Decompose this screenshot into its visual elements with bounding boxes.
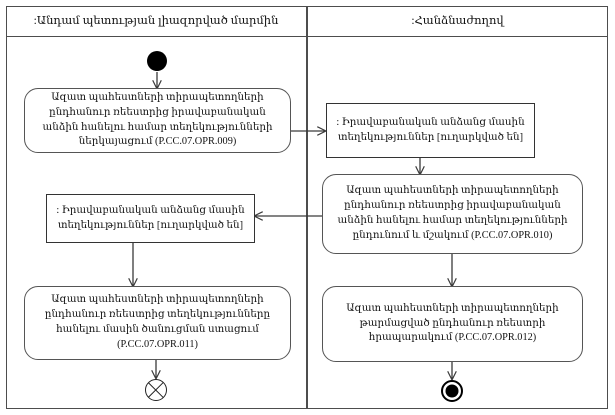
activity-node-opr-009-label: Ազատ պահեստների տիրապետողների ընդհանուր … — [42, 91, 273, 148]
activity-node-opr-009[interactable]: Ազատ պահեստների տիրապետողների ընդհանուր … — [24, 88, 291, 153]
object-node-right-legal-entities-info-label: : Իրավաբանական անձանց մասին տեղեկություն… — [336, 116, 525, 143]
swimlane-divider — [306, 6, 308, 409]
activity-node-opr-012-label: Ազատ պահեստների տիրապետողների թարմացված … — [346, 302, 559, 344]
object-node-left-legal-entities-info-label: : Իրավաբանական անձանց մասին տեղեկություն… — [56, 204, 245, 231]
swimlane-title-left: :Անդամ պետության լիազորված մարմին — [33, 15, 279, 27]
object-node-right-legal-entities-info[interactable]: : Իրավաբանական անձանց մասին տեղեկություն… — [326, 103, 535, 158]
activity-final-node[interactable] — [441, 380, 463, 402]
swimlane-title-right: :Հանձնաժողով — [411, 15, 504, 27]
activity-node-opr-011[interactable]: Ազատ պահեստների տիրապետողների ընդհանուր … — [24, 286, 291, 360]
flow-final-node[interactable] — [145, 379, 167, 401]
activity-node-opr-010[interactable]: Ազատ պահեստների տիրապետողների ընդհանուր … — [322, 174, 583, 254]
object-node-left-legal-entities-info[interactable]: : Իրավաբանական անձանց մասին տեղեկություն… — [46, 194, 255, 243]
activity-node-opr-010-label: Ազատ պահեստների տիրապետողների ընդհանուր … — [337, 185, 568, 241]
activity-node-opr-011-label: Ազատ պահեստների տիրապետողների ընդհանուր … — [44, 294, 271, 350]
initial-node[interactable] — [147, 51, 167, 71]
activity-node-opr-012[interactable]: Ազատ պահեստների տիրապետողների թարմացված … — [322, 286, 583, 362]
